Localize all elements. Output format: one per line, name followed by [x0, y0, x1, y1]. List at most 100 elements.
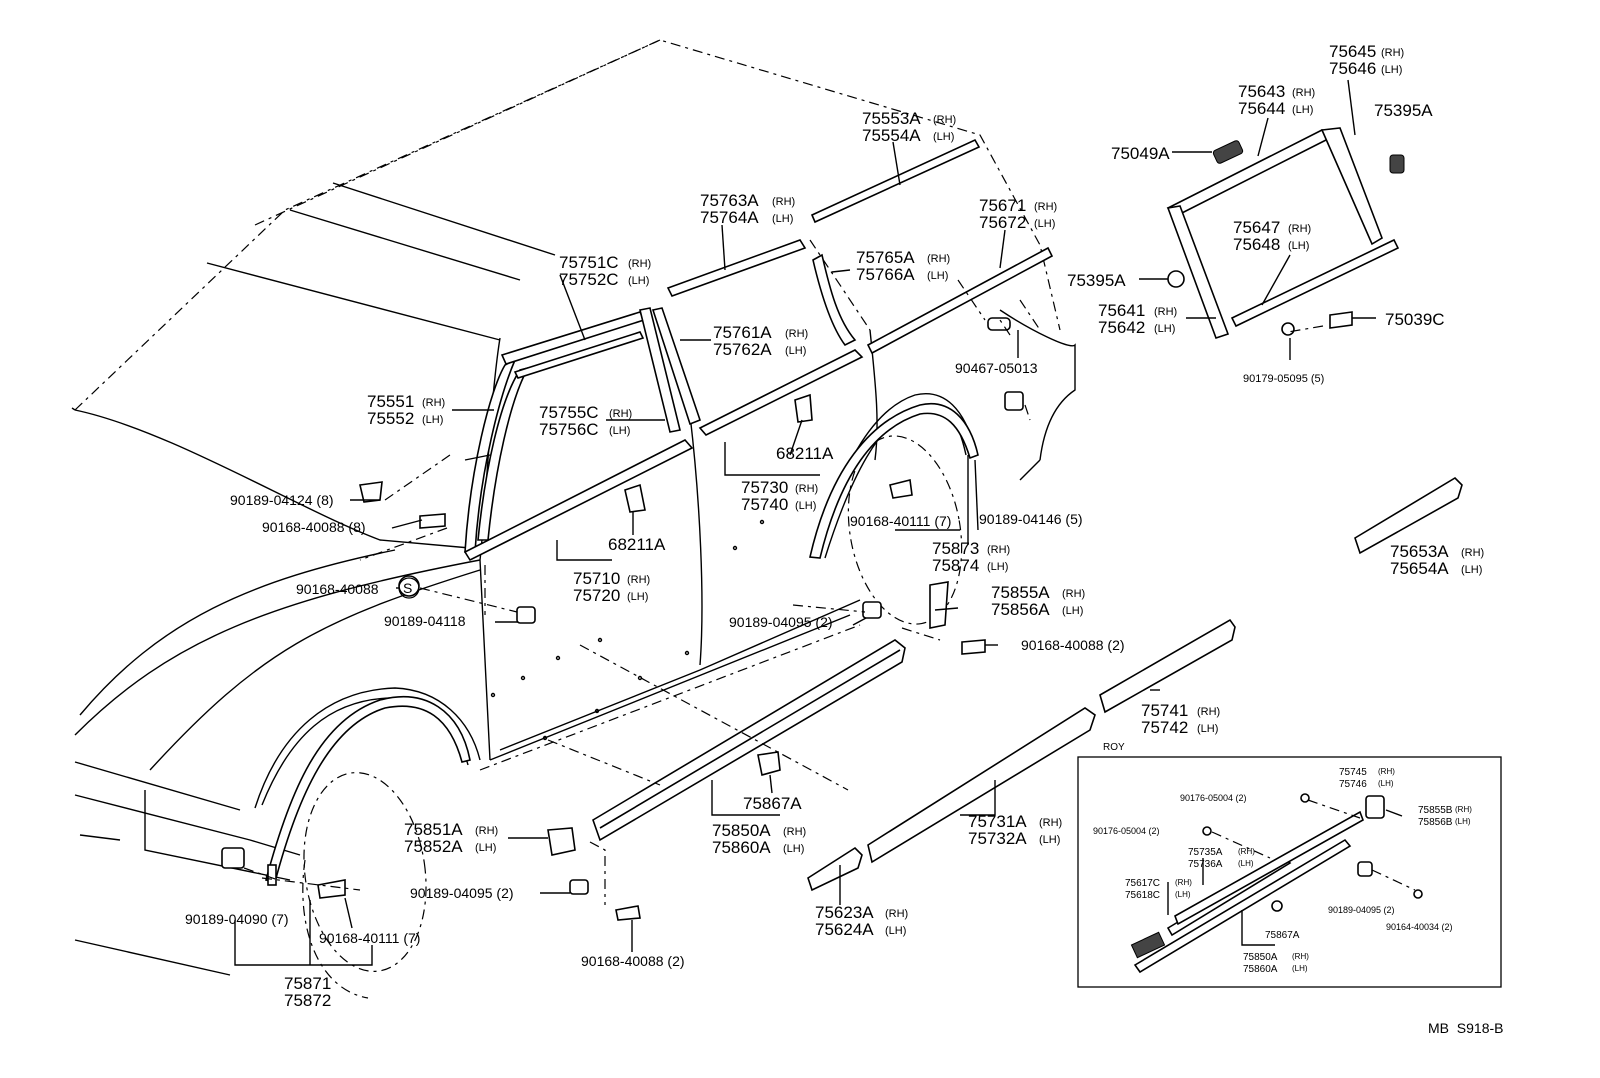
- callout-75764a: 75764A: [700, 208, 759, 227]
- callout-75647: 75647: [1233, 218, 1280, 237]
- callout-75742: 75742: [1141, 718, 1188, 737]
- callout-90179: 90179-05095 (5): [1243, 373, 1324, 385]
- callout-75672: 75672: [979, 213, 1026, 232]
- callout-68211a-2: 68211A: [608, 535, 666, 554]
- callout-75623a-tag: (RH): [885, 908, 908, 920]
- callout-75551: 75551: [367, 392, 414, 411]
- callout-75653a-tag: (RH): [1461, 547, 1484, 559]
- inset-title: ROY: [1103, 742, 1125, 753]
- callout-75860a-tag: (LH): [783, 843, 804, 855]
- callout-90467: 90467-05013: [955, 360, 1038, 376]
- callout-75395a-top: 75395A: [1374, 101, 1433, 120]
- callout-75764a-tag: (LH): [772, 213, 793, 225]
- callout-75851a-tag: (RH): [475, 825, 498, 837]
- callout-75874: 75874: [932, 556, 979, 575]
- inset-callout-90164-40034: 90164-40034 (2): [1386, 922, 1453, 932]
- callout-75752c: 75752C: [559, 270, 619, 289]
- callout-75623a: 75623A: [815, 903, 874, 922]
- callout-75762a: 75762A: [713, 340, 772, 359]
- inset-callout-75855b: 75855B: [1418, 805, 1453, 816]
- callout-75851a: 75851A: [404, 820, 463, 839]
- callout-90189-04090: 90189-04090 (7): [185, 911, 289, 927]
- callout-75644: 75644: [1238, 99, 1285, 118]
- callout-75765a: 75765A: [856, 248, 915, 267]
- callout-75867a: 75867A: [743, 794, 802, 813]
- callout-75742-tag: (LH): [1197, 723, 1218, 735]
- callout-75871: 75871: [284, 974, 331, 993]
- inset-callout-75735a: 75735A: [1188, 847, 1223, 858]
- callout-75641-tag: (RH): [1154, 306, 1177, 318]
- callout-75755c: 75755C: [539, 403, 599, 422]
- inset-callout-75856b-tag: (LH): [1455, 817, 1471, 826]
- callout-75751c: 75751C: [559, 253, 619, 272]
- callout-75761a: 75761A: [713, 323, 772, 342]
- inset-callout-75867a: 75867A: [1265, 930, 1300, 941]
- callout-75648-tag: (LH): [1288, 240, 1309, 252]
- inset-callout-75855b-tag: (RH): [1455, 805, 1472, 814]
- callout-75553a-tag: (RH): [933, 114, 956, 126]
- callout-75732a: 75732A: [968, 829, 1027, 848]
- callout-75643-tag: (RH): [1292, 87, 1315, 99]
- callout-90189-04146: 90189-04146 (5): [979, 511, 1083, 527]
- callout-75642: 75642: [1098, 318, 1145, 337]
- callout-75710-tag: (RH): [627, 574, 650, 586]
- callout-90168-40111-a: 90168-40111 (7): [850, 513, 951, 529]
- callout-75672-tag: (LH): [1034, 218, 1055, 230]
- callout-75644-tag: (LH): [1292, 104, 1313, 116]
- callout-75740: 75740: [741, 495, 788, 514]
- inset-callout-75617c: 75617C: [1125, 878, 1160, 889]
- inset-callout-75618c: 75618C: [1125, 890, 1160, 901]
- inset-callout-75850a: 75850A: [1243, 952, 1278, 963]
- callout-75671: 75671: [979, 196, 1026, 215]
- callout-75624a: 75624A: [815, 920, 874, 939]
- s-symbol-label: S: [403, 580, 412, 596]
- inset-callout-75736a-tag: (LH): [1238, 859, 1254, 868]
- callout-75731a-tag: (RH): [1039, 817, 1062, 829]
- callout-75766a: 75766A: [856, 265, 915, 284]
- inset-callout-75745-tag: (RH): [1378, 767, 1395, 776]
- callout-90168-40088-2b: 90168-40088 (2): [581, 953, 685, 969]
- callout-75720-tag: (LH): [627, 591, 648, 603]
- callout-75850a: 75850A: [712, 821, 771, 840]
- callout-90189-04118: 90189-04118: [384, 613, 466, 629]
- inset-callout-75617c-tag: (RH): [1175, 878, 1192, 887]
- inset-roy: ROY 75745 (RH) 75746 (LH) 90176-05004 (2…: [1077, 742, 1502, 988]
- callout-75860a: 75860A: [712, 838, 771, 857]
- door-mouldings: [265, 138, 1054, 883]
- inset-callout-90189-04095: 90189-04095 (2): [1328, 905, 1395, 915]
- callout-75671-tag: (RH): [1034, 201, 1057, 213]
- callout-75855a: 75855A: [991, 583, 1050, 602]
- callout-75731a: 75731A: [968, 812, 1027, 831]
- s-symbol-circle: [398, 577, 420, 599]
- inset-callout-90176-a: 90176-05004 (2): [1180, 793, 1247, 803]
- callout-75647-tag: (RH): [1288, 223, 1311, 235]
- callout-75648: 75648: [1233, 235, 1280, 254]
- callout-75554a: 75554A: [862, 126, 921, 145]
- callout-75872: 75872: [284, 991, 331, 1010]
- callout-75751c-tag: (RH): [628, 258, 651, 270]
- callout-75741: 75741: [1141, 701, 1188, 720]
- callout-75755c-tag: (RH): [609, 408, 632, 420]
- callout-75740-tag: (LH): [795, 500, 816, 512]
- callout-75395a-mid: 75395A: [1067, 271, 1126, 290]
- rocker-mouldings: [592, 476, 1463, 892]
- callout-75645-tag: (RH): [1381, 47, 1404, 59]
- callout-75732a-tag: (LH): [1039, 834, 1060, 846]
- callout-75646: 75646: [1329, 59, 1376, 78]
- leader-lines: [234, 79, 1376, 966]
- callout-75730: 75730: [741, 478, 788, 497]
- callout-75856a-tag: (LH): [1062, 605, 1083, 617]
- inset-callout-75735a-tag: (RH): [1238, 847, 1255, 856]
- callout-75710: 75710: [573, 569, 620, 588]
- callout-90189-04095-b: 90189-04095 (2): [410, 885, 514, 901]
- callout-75653a: 75653A: [1390, 542, 1449, 561]
- callout-75553a: 75553A: [862, 109, 921, 128]
- inset-frame: [1077, 756, 1502, 988]
- inset-callout-75850a-tag: (RH): [1292, 952, 1309, 961]
- callout-75554a-tag: (LH): [933, 131, 954, 143]
- callout-75850a-tag: (RH): [783, 826, 806, 838]
- callout-75762a-tag: (LH): [785, 345, 806, 357]
- callout-75873-tag: (RH): [987, 544, 1010, 556]
- inset-callout-75746: 75746: [1339, 779, 1367, 790]
